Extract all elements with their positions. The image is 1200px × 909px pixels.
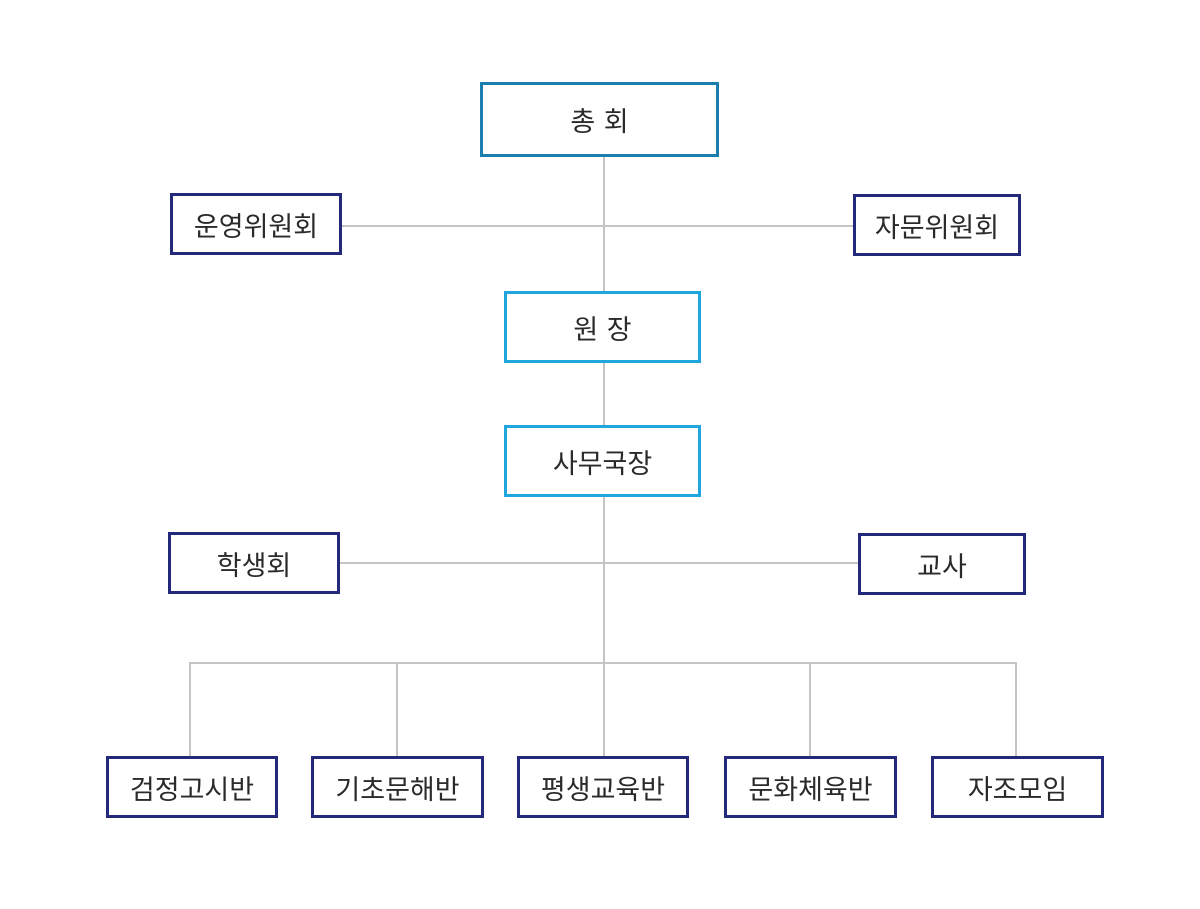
program-box: 자조모임 bbox=[931, 756, 1104, 818]
student-council-label: 학생회 bbox=[216, 550, 292, 582]
connector-program-3 bbox=[603, 662, 605, 756]
connector-program-1 bbox=[189, 662, 191, 756]
connector-trunk-lower bbox=[603, 497, 605, 664]
connector-program-4 bbox=[809, 662, 811, 756]
program-box: 평생교육반 bbox=[517, 756, 689, 818]
program-label: 자조모임 bbox=[967, 774, 1068, 806]
connector-trunk-upper bbox=[603, 157, 605, 292]
program-box: 검정고시반 bbox=[106, 756, 278, 818]
secretary-general-box: 사무국장 bbox=[504, 425, 701, 497]
connector-director-secretary bbox=[603, 363, 605, 426]
program-label: 문화체육반 bbox=[748, 774, 873, 806]
advisory-committee-label: 자문위원회 bbox=[874, 212, 1000, 244]
teachers-label: 교사 bbox=[917, 551, 967, 583]
steering-committee-box: 운영위원회 bbox=[170, 193, 342, 255]
program-label: 검정고시반 bbox=[129, 774, 255, 806]
director-label: 원 장 bbox=[573, 314, 632, 346]
general-assembly-label: 총 회 bbox=[570, 107, 629, 138]
connector-committees bbox=[342, 225, 854, 227]
program-label: 기초문해반 bbox=[335, 774, 460, 806]
program-label: 평생교육반 bbox=[540, 774, 666, 806]
advisory-committee-box: 자문위원회 bbox=[853, 194, 1021, 256]
connector-program-5 bbox=[1015, 662, 1017, 756]
general-assembly-box: 총 회 bbox=[480, 82, 719, 157]
connector-program-2 bbox=[396, 662, 398, 756]
connector-council-teachers bbox=[340, 562, 858, 564]
program-box: 문화체육반 bbox=[724, 756, 897, 818]
teachers-box: 교사 bbox=[858, 533, 1026, 595]
steering-committee-label: 운영위원회 bbox=[193, 211, 319, 243]
secretary-general-label: 사무국장 bbox=[552, 448, 653, 480]
director-box: 원 장 bbox=[504, 291, 701, 363]
student-council-box: 학생회 bbox=[168, 532, 340, 594]
program-box: 기초문해반 bbox=[311, 756, 484, 818]
